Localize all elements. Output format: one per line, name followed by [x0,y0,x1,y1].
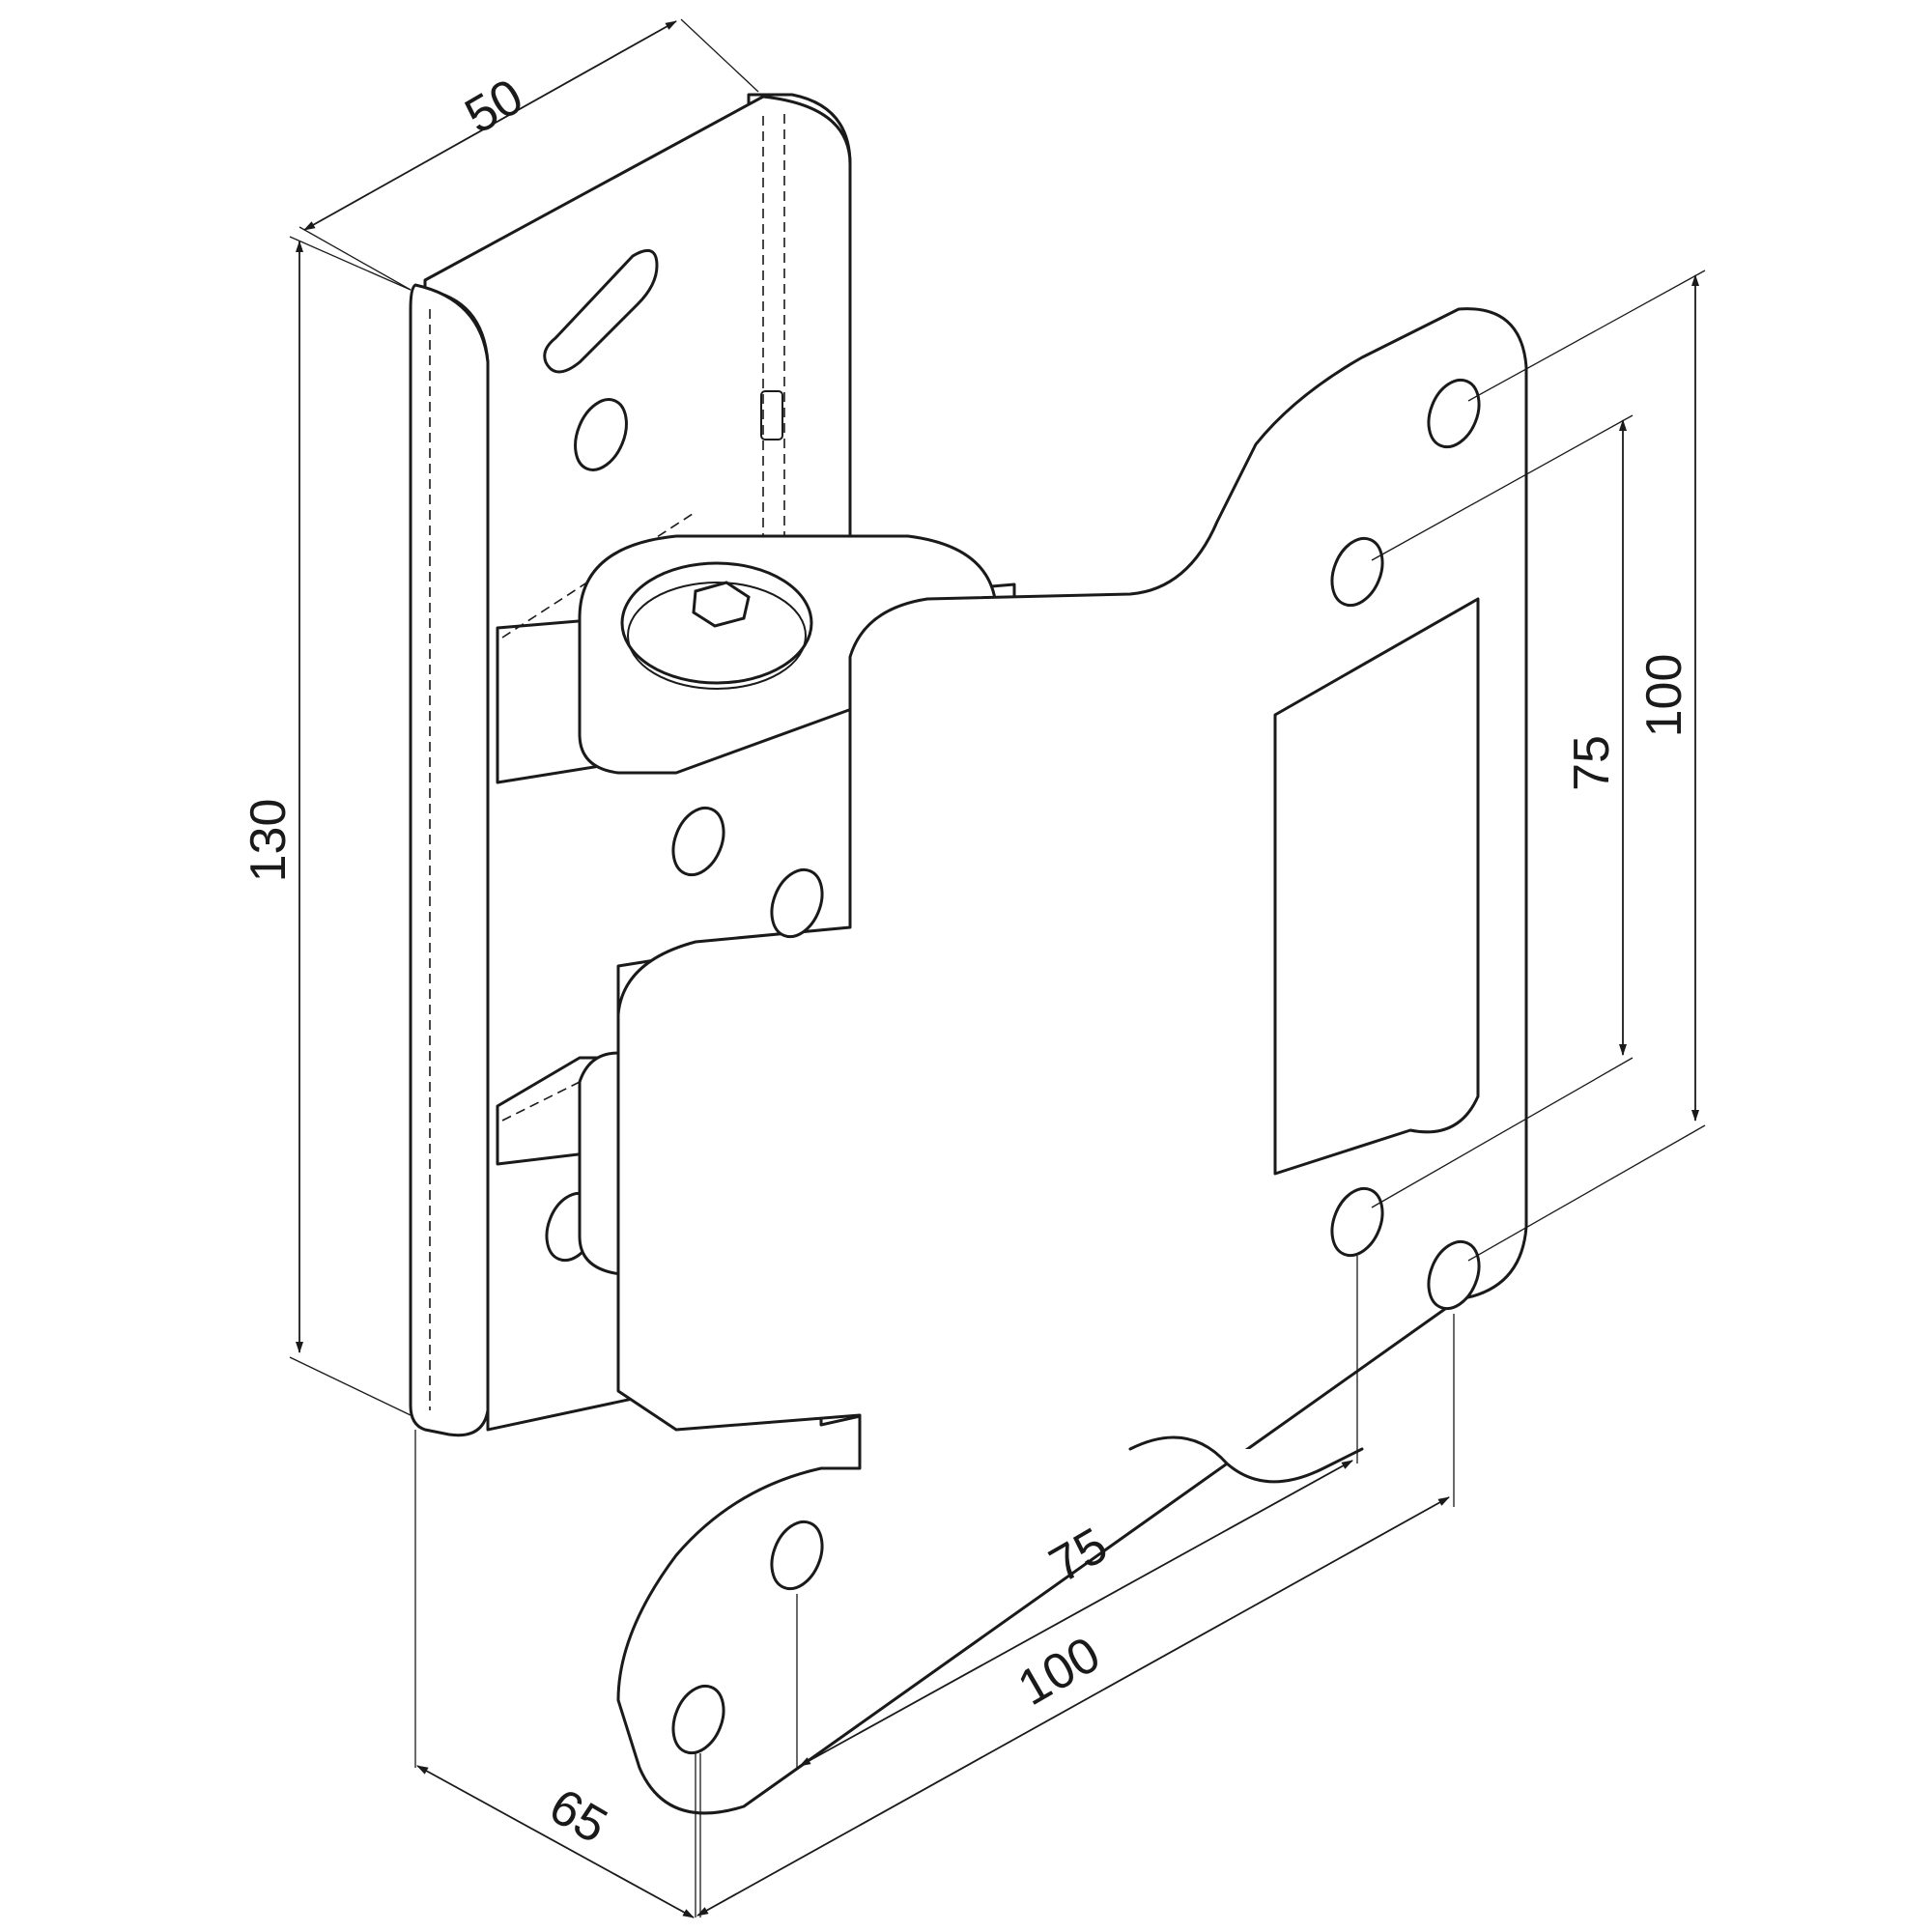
ext-line-v75-bottom [1371,1057,1634,1208]
vesa-hole-100-bottom-right [1427,1239,1481,1311]
vesa-hole-100-top-right [1427,378,1481,449]
ext-line-130-top [289,236,412,291]
dim-label-arm-depth: 65 [540,1778,616,1855]
ext-line-v75-top [1371,414,1634,561]
dim-line-h75 [799,1460,1353,1767]
dim-line-50 [303,20,677,231]
vesa-hole-75-top-right [1330,536,1384,608]
dim-label-vesa-vertical-small: 75 [1564,735,1620,791]
dim-label-vesa-vertical-large: 100 [1636,654,1692,738]
vesa-hole-100-top-left [671,806,725,877]
vesa-plate [616,307,1528,1815]
dimension-lines: 50 130 65 100 75 100 75 [241,18,1706,1918]
vesa-plate-outline [616,307,1528,1815]
ext-line-v100-top [1467,270,1706,402]
vesa-hole-75-bottom-right [1330,1186,1384,1258]
dim-line-65 [416,1765,695,1918]
ext-line-130-bottom [289,1356,412,1416]
ext-line-50-right [680,18,759,93]
dim-label-wall-plate-width: 50 [456,69,532,145]
vesa-hole-75-top-left [770,867,824,939]
dim-label-vesa-horizontal-large: 100 [1009,1626,1109,1717]
wall-plate-mounting-hole-upper [574,398,628,471]
hex-socket-icon [692,581,751,628]
dim-label-wall-plate-height: 130 [241,799,297,883]
wall-plate-slot [543,248,659,374]
ext-line-v100-bottom [1467,1124,1706,1262]
lower-arm-hidden-edge [501,1062,619,1122]
ext-line-50-left [298,226,412,291]
hex-bolt-head-rim [627,582,807,690]
wall-plate-side-flange [409,283,490,1437]
vesa-plate-cutout [1273,597,1480,1176]
wall-plate-tab [760,390,783,440]
